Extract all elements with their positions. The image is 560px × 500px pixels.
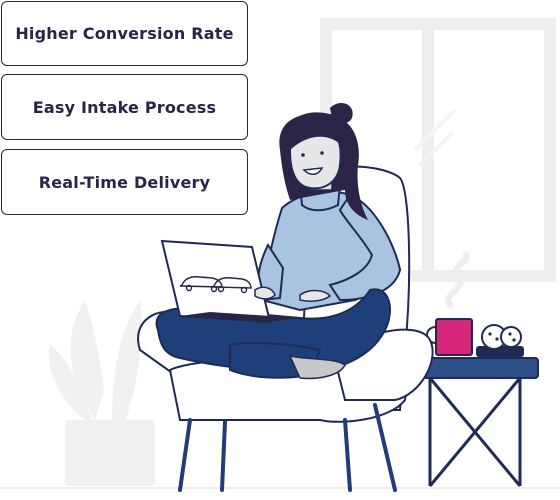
armchair-legs [178,403,397,492]
woman-facial-features [301,151,324,175]
side-table-icon [409,357,539,487]
cars-sketch-icon [179,276,252,294]
feature-label: Real-Time Delivery [38,172,211,192]
feature-box-easy-intake: Easy Intake Process [1,74,248,140]
feature-box-higher-conversion: Higher Conversion Rate [1,1,248,66]
feature-label: Higher Conversion Rate [15,24,234,43]
feature-label: Easy Intake Process [32,97,217,117]
woman-hair-front [284,112,349,150]
woman-hands [254,286,332,302]
plant-silhouette-icon [49,300,155,486]
woman-bun [330,103,353,124]
cookie-plate-icon [476,324,524,357]
woman-legs [155,288,391,380]
window-glare [413,108,457,167]
feature-box-real-time-delivery: Real-Time Delivery [1,149,248,215]
laptop-icon [160,239,300,324]
